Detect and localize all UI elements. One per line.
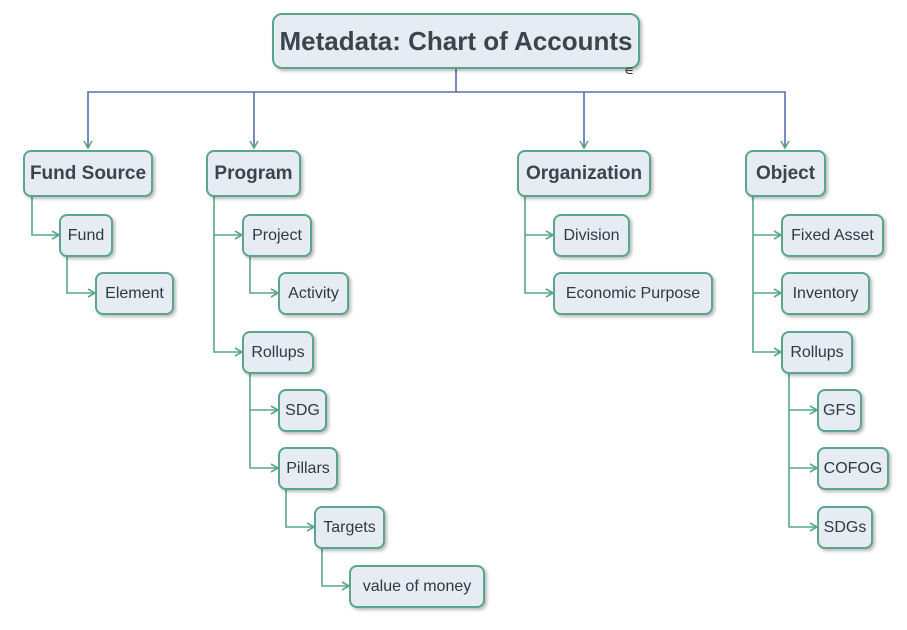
branch-object[interactable]: Object	[745, 150, 826, 197]
node-sdgs[interactable]: SDGs	[817, 506, 873, 549]
branch-organization[interactable]: Organization	[517, 150, 651, 197]
node-gfs[interactable]: GFS	[817, 389, 862, 432]
node-project[interactable]: Project	[242, 214, 312, 257]
branch-connector	[31, 196, 61, 240]
root-node[interactable]: Metadata: Chart of Accounts	[272, 13, 640, 69]
branch-connector	[249, 374, 280, 473]
branch-connector	[213, 196, 244, 357]
branch-connector	[249, 257, 280, 298]
node-economic-purpose[interactable]: Economic Purpose	[553, 272, 713, 315]
branch-connector	[321, 549, 351, 591]
node-activity[interactable]: Activity	[278, 272, 349, 315]
node-value-of-money[interactable]: value of money	[349, 565, 485, 608]
branch-connector	[66, 257, 97, 298]
branch-connector	[524, 196, 555, 298]
node-fixed-asset[interactable]: Fixed Asset	[781, 214, 884, 257]
node-pillars[interactable]: Pillars	[278, 447, 338, 490]
node-sdg[interactable]: SDG	[278, 389, 327, 432]
branch-fund-source[interactable]: Fund Source	[23, 150, 153, 197]
branch-connector	[285, 490, 316, 532]
root-connector	[83, 68, 457, 150]
node-division[interactable]: Division	[553, 214, 630, 257]
node-cofog[interactable]: COFOG	[817, 447, 889, 490]
node-fund[interactable]: Fund	[59, 214, 113, 257]
collapse-handle-icon[interactable]: ∊	[624, 62, 635, 78]
node-rollups[interactable]: Rollups	[242, 331, 314, 374]
root-connector	[456, 91, 790, 150]
branch-connector	[752, 196, 783, 357]
branch-program[interactable]: Program	[206, 150, 301, 197]
node-object-rollups[interactable]: Rollups	[781, 331, 853, 374]
node-element[interactable]: Element	[95, 272, 174, 315]
branch-connector	[788, 374, 819, 532]
node-targets[interactable]: Targets	[314, 506, 385, 549]
node-inventory[interactable]: Inventory	[781, 272, 870, 315]
